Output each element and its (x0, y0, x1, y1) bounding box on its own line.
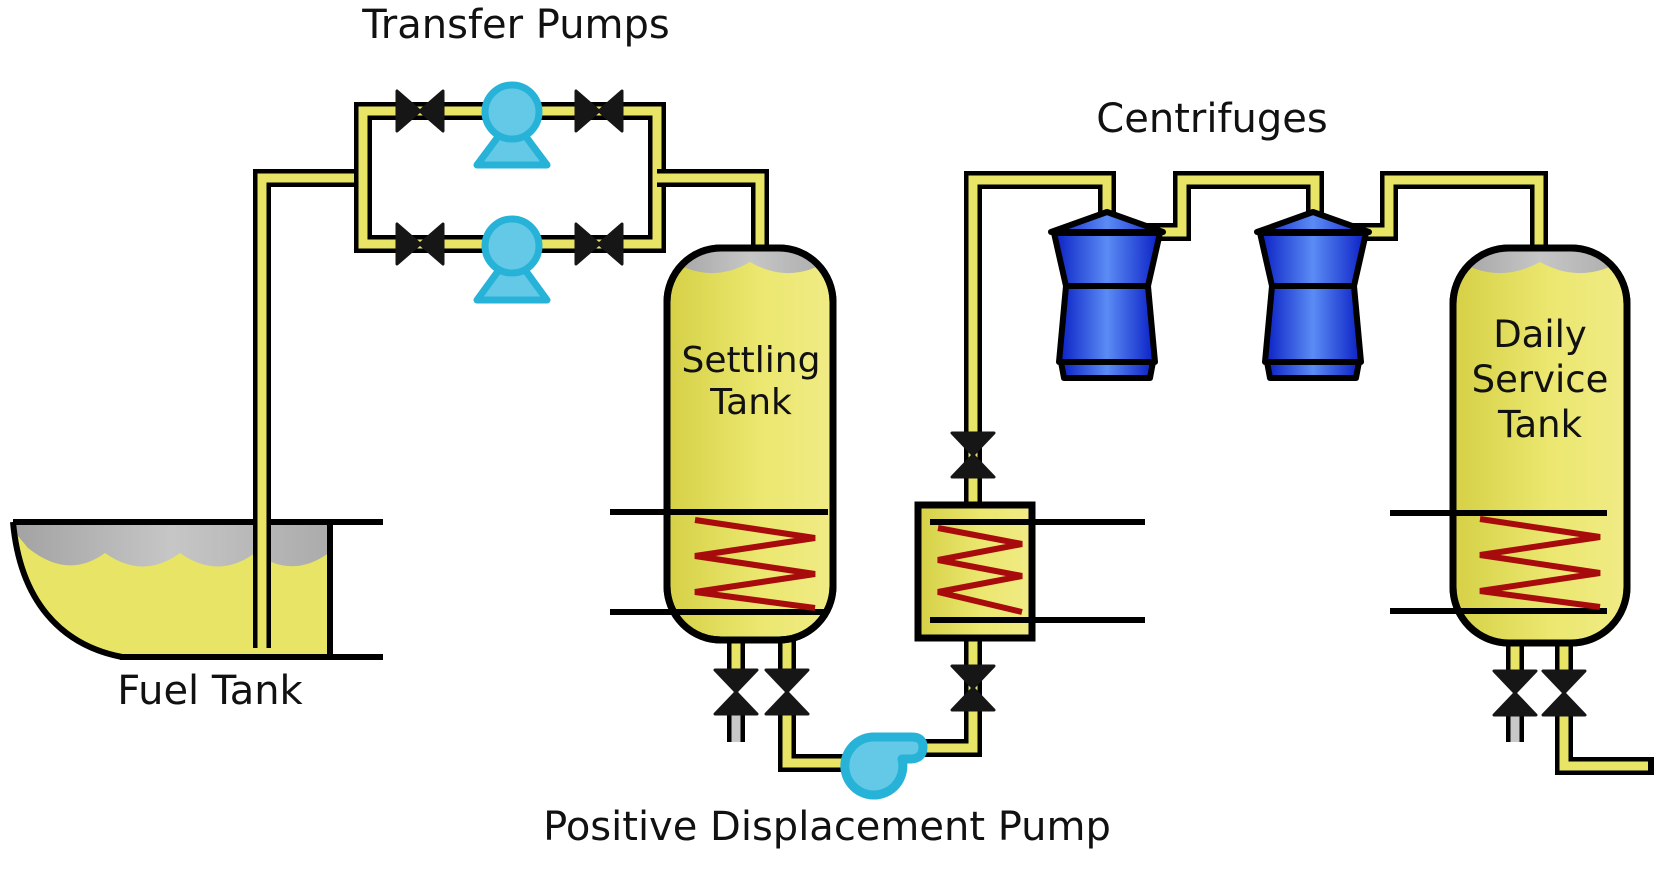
settling-tank-label-line2: Tank (710, 382, 792, 423)
pipe-to-pd-pump (778, 710, 852, 772)
daily-service-tank-label-line3: Tank (1497, 403, 1583, 446)
valve-icon-transfer-bottom-inlet (395, 222, 445, 266)
pipe-fuel-suction (253, 169, 363, 648)
pipe-pd-pump-to-heater (898, 638, 982, 757)
fuel-tank-outline (10, 521, 333, 660)
valve-icon-heater-inlet (950, 664, 996, 712)
centrifugal-pump-icon (481, 215, 543, 277)
settling-tank-label: Settling Tank (682, 340, 821, 424)
transfer-pump-2 (473, 215, 551, 304)
settling-tank-label-line1: Settling (681, 340, 821, 381)
centrifuges-label: Centrifuges (1096, 96, 1328, 142)
valve-icon-settling-drain (713, 668, 759, 716)
daily-service-tank-label-line1: Daily (1493, 313, 1587, 356)
valve-icon-settling-outlet (764, 668, 810, 716)
heating-coil-icon (694, 517, 816, 611)
valve-icon-service-drain (1492, 669, 1538, 717)
heating-coil-icon (937, 525, 1023, 615)
valves (395, 89, 1587, 717)
valve-icon-transfer-top-outlet (574, 89, 624, 133)
pipe-centrifuge2-to-service-tank (1346, 171, 1548, 260)
fuel-tank-label: Fuel Tank (117, 668, 303, 714)
valve-icon-transfer-bottom-outlet (574, 222, 624, 266)
daily-service-tank-headspace (1453, 248, 1627, 274)
transfer-pumps-label: Transfer Pumps (362, 2, 670, 48)
pipe-service-tank-outlet (1555, 711, 1654, 775)
pipe-centrifuge1-to-centrifuge2 (1140, 171, 1324, 241)
centrifuge-icon (1048, 209, 1166, 235)
heating-coil-icon (1479, 516, 1601, 610)
daily-service-tank (1449, 244, 1631, 647)
valve-icon-service-outlet (1541, 669, 1587, 717)
positive-displacement-pump-icon (840, 732, 928, 800)
daily-service-tank-label: Daily Service Tank (1472, 312, 1609, 447)
valve-icon-transfer-top-inlet (395, 89, 445, 133)
positive-displacement-pump-label: Positive Displacement Pump (543, 804, 1111, 850)
fuel-tank (10, 519, 383, 660)
centrifugal-pump-icon (481, 81, 543, 143)
daily-service-tank-label-line2: Service (1471, 358, 1609, 401)
centrifuge-1 (1048, 209, 1166, 381)
service-tank-heating-coil (1390, 510, 1607, 614)
settling-tank-heating-coil (610, 509, 828, 615)
transfer-pump-1 (473, 81, 551, 169)
centrifuge-2 (1254, 209, 1372, 381)
valve-icon-heater-outlet (950, 431, 996, 479)
fuel-tank-headspace (13, 522, 330, 567)
heater-heating-coil (930, 519, 1145, 623)
pipe-loop-to-settling-tank (657, 169, 769, 256)
settling-tank-headspace (667, 248, 833, 274)
centrifuge-icon (1254, 209, 1372, 235)
pipe-heater-to-centrifuge1 (964, 171, 1116, 507)
